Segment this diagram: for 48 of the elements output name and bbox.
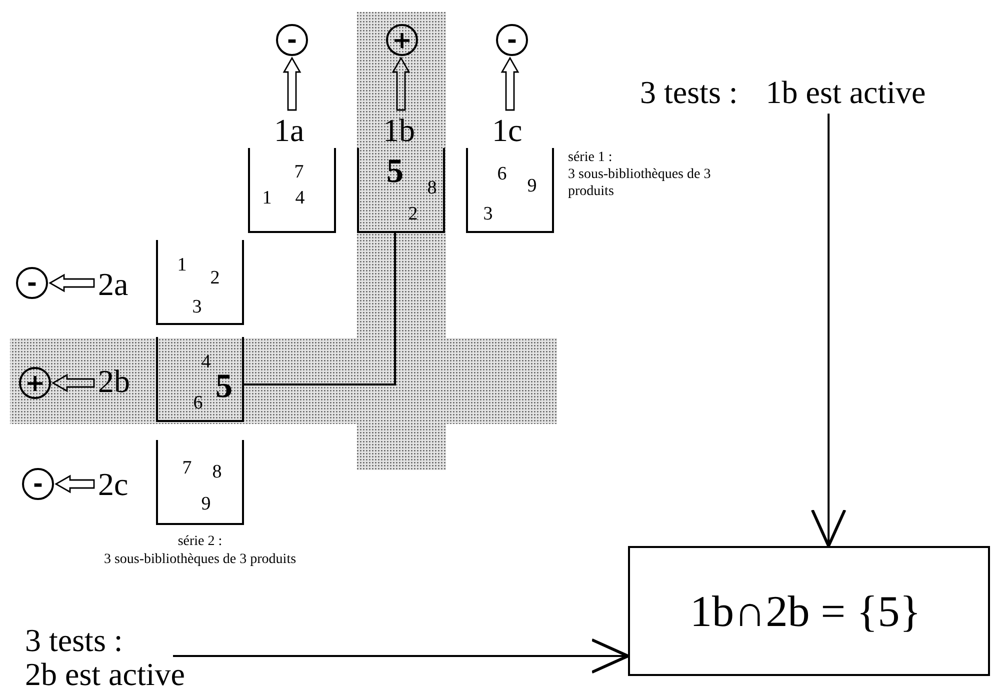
- library-label: 1a: [274, 114, 304, 146]
- compound-number: 4: [201, 352, 211, 372]
- series-note: 3 sous-bibliothèques de 3 produits: [102, 552, 298, 569]
- compound-number: 8: [427, 178, 437, 198]
- result-sign: +: [19, 367, 51, 399]
- series-note: série 2 :: [176, 534, 224, 551]
- arrow: [810, 114, 846, 548]
- test-result-text: 2b est active: [25, 658, 185, 689]
- library-label: 2a: [98, 268, 128, 300]
- compound-number: 3: [483, 204, 493, 224]
- library-label: 1b: [383, 114, 415, 146]
- compound-number: 9: [201, 494, 211, 514]
- result-sign: +: [386, 24, 418, 56]
- compound-number: 5: [216, 370, 232, 404]
- compound-number: 4: [295, 188, 305, 208]
- compound-number: 1: [262, 188, 272, 208]
- hollow-arrow: [52, 374, 95, 392]
- hollow-arrow: [48, 274, 95, 292]
- result-sign: -: [22, 468, 54, 500]
- connector-line: [244, 231, 396, 386]
- compound-number: 9: [527, 176, 537, 196]
- compound-number: 5: [386, 155, 404, 189]
- compound-number: 1: [177, 256, 187, 274]
- series-note: série 1 :: [568, 150, 612, 167]
- library-label: 2c: [98, 468, 128, 500]
- arrow: [173, 638, 630, 674]
- test-result-text: 3 tests :: [640, 76, 738, 110]
- hollow-arrow: [500, 56, 520, 111]
- compound-number: 6: [497, 164, 507, 184]
- test-result-text: 3 tests :: [25, 624, 123, 658]
- compound-number: 2: [408, 204, 418, 224]
- hollow-arrow: [392, 56, 410, 111]
- compound-number: 3: [192, 298, 202, 316]
- compound-number: 2: [210, 268, 220, 288]
- compound-number: 8: [212, 462, 222, 482]
- compound-number: 7: [294, 162, 304, 182]
- series-note: 3 sous-bibliothèques de 3 produits: [568, 167, 712, 201]
- compound-number: 6: [193, 394, 203, 412]
- hollow-arrow: [54, 474, 95, 494]
- compound-number: 7: [182, 458, 192, 478]
- hollow-arrow: [282, 56, 302, 111]
- result-box: 1b∩2b = {5}: [628, 546, 990, 676]
- test-result-text: 1b est active: [766, 76, 926, 110]
- result-sign: -: [496, 24, 528, 56]
- result-sign: -: [16, 267, 48, 299]
- result-sign: -: [276, 24, 308, 56]
- library-label: 1c: [492, 114, 522, 146]
- library-label: 2b: [98, 365, 130, 397]
